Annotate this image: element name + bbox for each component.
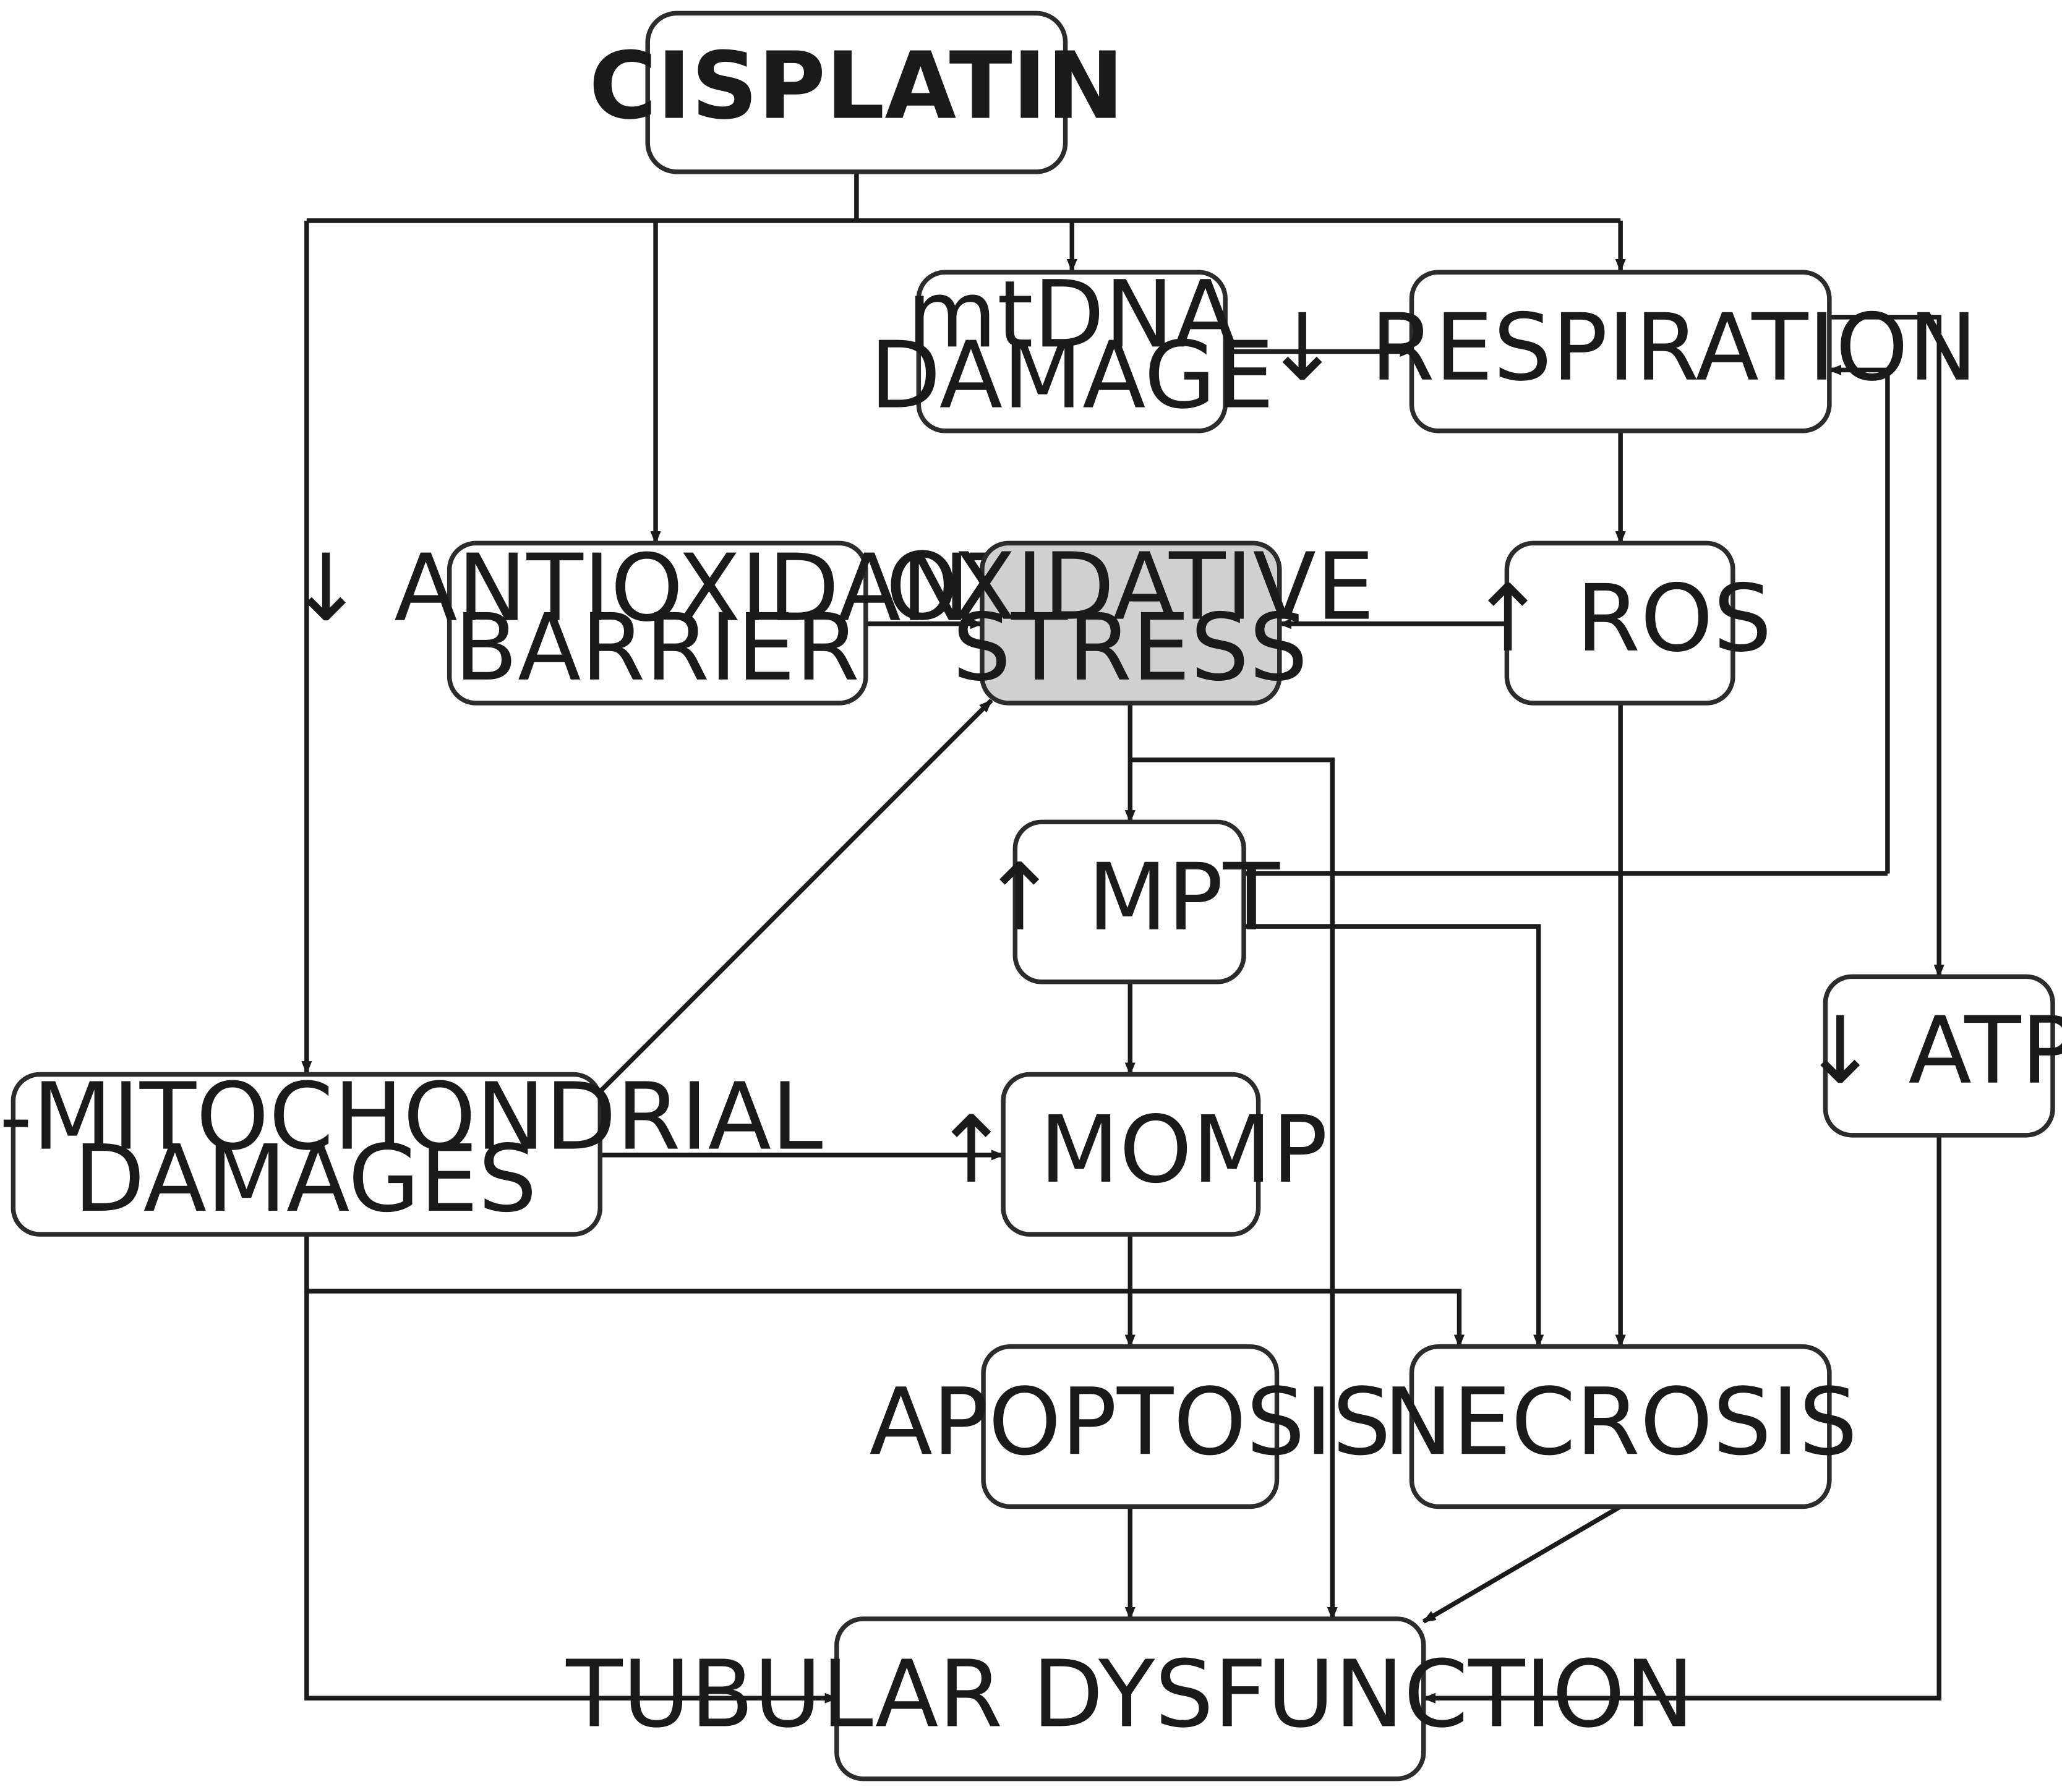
node-nonmito-label-1: NON-MITOCHONDRIAL (0, 1064, 823, 1171)
edge-feedback-respiration (1828, 364, 1890, 874)
node-necrosis-label: NECROSIS (1384, 1368, 1858, 1476)
node-ros: ↑ ROS (1469, 540, 1772, 706)
node-cisplatin: CISPLATIN (589, 11, 1124, 174)
node-ros-label: ↑ ROS (1469, 565, 1772, 673)
node-mpt-label: ↑ MPT (981, 844, 1280, 952)
node-oxidative-label-2: STRESS (952, 594, 1308, 702)
node-nonmito-label-2: DAMAGES (74, 1125, 537, 1233)
node-cisplatin-label: CISPLATIN (589, 33, 1124, 140)
node-apoptosis-label: APOPTOSIS (869, 1368, 1391, 1476)
node-antioxidant-label-2: BARRIER (454, 594, 859, 702)
node-non-mitochondrial-damages: NON-MITOCHONDRIAL DAMAGES (0, 1064, 823, 1237)
node-tubular-dysfunction: TUBULAR DYSFUNCTION (565, 1616, 1694, 1781)
edge-nonmito-tubular (304, 1291, 838, 1704)
node-mtdna-damage: mtDNA DAMAGE (870, 261, 1274, 433)
node-momp: ↑ MOMP (933, 1072, 1328, 1237)
node-mtdna-label-2: DAMAGE (870, 322, 1274, 430)
node-tubular-label: TUBULAR DYSFUNCTION (565, 1641, 1694, 1749)
node-necrosis: NECROSIS (1384, 1344, 1858, 1509)
node-mtdna-label-1: mtDNA (907, 261, 1237, 369)
node-antioxidant-barrier: ↓ ANTIOXIDANT BARRIER (287, 535, 1027, 706)
edge-cisplatin-bus (306, 171, 1621, 223)
edge-nonmito-oxidative (598, 699, 993, 1093)
edges (301, 171, 1944, 1704)
node-apoptosis: APOPTOSIS (869, 1344, 1391, 1509)
node-mpt: ↑ MPT (981, 819, 1280, 984)
edge-nonmito-necrosis (304, 1234, 1465, 1348)
node-atp-label: ↓ ATP (1802, 997, 2062, 1105)
node-oxidative-stress: OXIDATIVE STRESS (886, 534, 1374, 706)
edge-mpt-necrosis (1244, 924, 1544, 1348)
edge-oxidative-tubular (1130, 757, 1338, 1621)
node-respiration-label: ↓ RESPIRATION (1264, 294, 1977, 402)
node-atp: ↓ ATP (1802, 974, 2062, 1138)
node-oxidative-label-1: OXIDATIVE (886, 534, 1374, 641)
edge-necrosis-tubular (1422, 1504, 1622, 1624)
edge-respiration-atp (1829, 315, 1944, 978)
edge-atp-tubular (1422, 1135, 1941, 1704)
node-respiration: ↓ RESPIRATION (1264, 270, 1977, 433)
node-momp-label: ↑ MOMP (933, 1096, 1328, 1204)
node-antioxidant-label-1: ↓ ANTIOXIDANT (287, 535, 1027, 642)
